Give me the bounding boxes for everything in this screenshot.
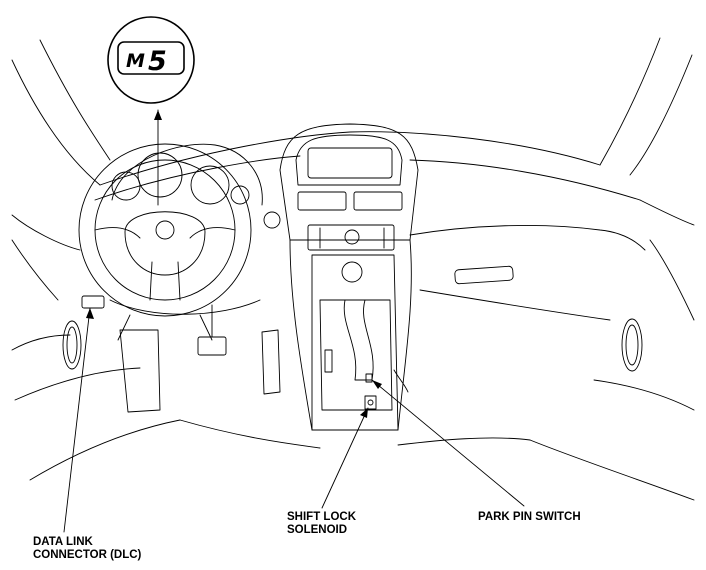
steering-column bbox=[117, 314, 213, 341]
left-side-lower bbox=[11, 334, 71, 351]
controller-knob bbox=[341, 261, 363, 283]
steering-wheel-spoke-right bbox=[189, 227, 236, 239]
right-dash-lower bbox=[419, 289, 611, 321]
hvac-vent-left bbox=[297, 191, 347, 211]
floor-front bbox=[179, 419, 321, 449]
steering-wheel-spoke-left bbox=[94, 227, 141, 239]
shift-gate-slot bbox=[324, 349, 333, 373]
center-display bbox=[307, 147, 393, 179]
shift-lever bbox=[343, 299, 374, 381]
shift-lock-arrowhead bbox=[360, 408, 368, 418]
console-lower-body bbox=[319, 299, 393, 411]
left-side-vent bbox=[62, 320, 82, 370]
floor-right-tunnel bbox=[397, 239, 412, 431]
park-pin-label: PARK PIN SWITCH bbox=[478, 511, 581, 524]
gauge-center bbox=[137, 152, 183, 198]
shift-lock-label: SHIFT LOCK SOLENOID bbox=[287, 511, 356, 537]
gauge-far-right bbox=[230, 185, 250, 205]
knee-bolster bbox=[109, 299, 261, 315]
audio-knob bbox=[344, 229, 360, 245]
steering-wheel-rim bbox=[78, 143, 252, 317]
park-pin-arrowhead bbox=[372, 380, 382, 389]
hvac-vent-right bbox=[353, 191, 403, 211]
left-floor bbox=[29, 419, 181, 481]
gear-display-digit: 5 bbox=[148, 46, 167, 77]
gear-display-arrowhead bbox=[154, 110, 162, 120]
right-side-lower bbox=[593, 379, 695, 411]
steering-wheel-hub bbox=[124, 211, 206, 276]
glove-box-handle bbox=[454, 265, 514, 285]
right-side-vent bbox=[621, 318, 643, 372]
dlc-label-line1: DATA LINK bbox=[33, 536, 93, 548]
right-door-line bbox=[639, 199, 695, 226]
left-kick-panel bbox=[14, 367, 141, 401]
shift-lock-label-line1: SHIFT LOCK bbox=[287, 511, 356, 523]
right-a-pillar-inner bbox=[629, 54, 693, 176]
dlc-leader bbox=[63, 307, 91, 533]
park-pin-leader bbox=[371, 379, 525, 507]
left-door-line-2 bbox=[11, 239, 59, 301]
left-a-pillar-inner bbox=[39, 39, 111, 161]
shift-lock-solenoid bbox=[364, 395, 377, 410]
park-pin-switch bbox=[365, 373, 373, 383]
right-a-pillar bbox=[599, 37, 661, 166]
left-a-pillar bbox=[11, 59, 101, 186]
right-side-vent-inner bbox=[625, 324, 639, 366]
accelerator-pedal bbox=[261, 329, 281, 395]
audio-panel bbox=[307, 224, 395, 251]
floor-left-tunnel bbox=[289, 239, 313, 431]
park-pin-label-text: PARK PIN SWITCH bbox=[478, 511, 581, 523]
gear-display-zoom-circle bbox=[107, 16, 195, 104]
left-door-line bbox=[11, 214, 81, 251]
gear-display-prefix: M bbox=[126, 50, 145, 72]
dlc-label: DATA LINK CONNECTOR (DLC) bbox=[33, 536, 141, 562]
hazard-button bbox=[263, 211, 281, 229]
right-door-line-2 bbox=[649, 239, 695, 321]
dlc-label-line2: CONNECTOR (DLC) bbox=[33, 549, 142, 561]
center-stack-outline bbox=[279, 123, 419, 241]
cluster-hood bbox=[111, 143, 263, 206]
dlc-arrowhead bbox=[86, 308, 94, 319]
steering-wheel-spoke-bottom bbox=[149, 261, 181, 301]
dashboard-right-upper bbox=[409, 159, 641, 201]
left-side-vent-inner bbox=[66, 326, 78, 364]
right-dash-contour bbox=[409, 225, 646, 251]
data-link-connector bbox=[81, 295, 105, 309]
dead-pedal bbox=[119, 329, 161, 413]
shift-lock-solenoid-pin bbox=[367, 399, 374, 406]
floor-right-front bbox=[397, 437, 531, 446]
dashboard-top-edge-2 bbox=[94, 155, 301, 201]
console-side-right bbox=[393, 369, 409, 393]
steering-wheel-emblem bbox=[155, 220, 175, 240]
center-display-bezel bbox=[295, 134, 403, 186]
gear-display-window bbox=[117, 41, 185, 75]
right-floor bbox=[529, 439, 695, 501]
shift-lock-leader bbox=[321, 407, 369, 509]
shift-lock-label-line2: SOLENOID bbox=[287, 524, 348, 536]
steering-wheel-rim-inner bbox=[94, 159, 236, 301]
dashboard-top-edge bbox=[99, 131, 601, 186]
gauge-right bbox=[190, 165, 230, 205]
